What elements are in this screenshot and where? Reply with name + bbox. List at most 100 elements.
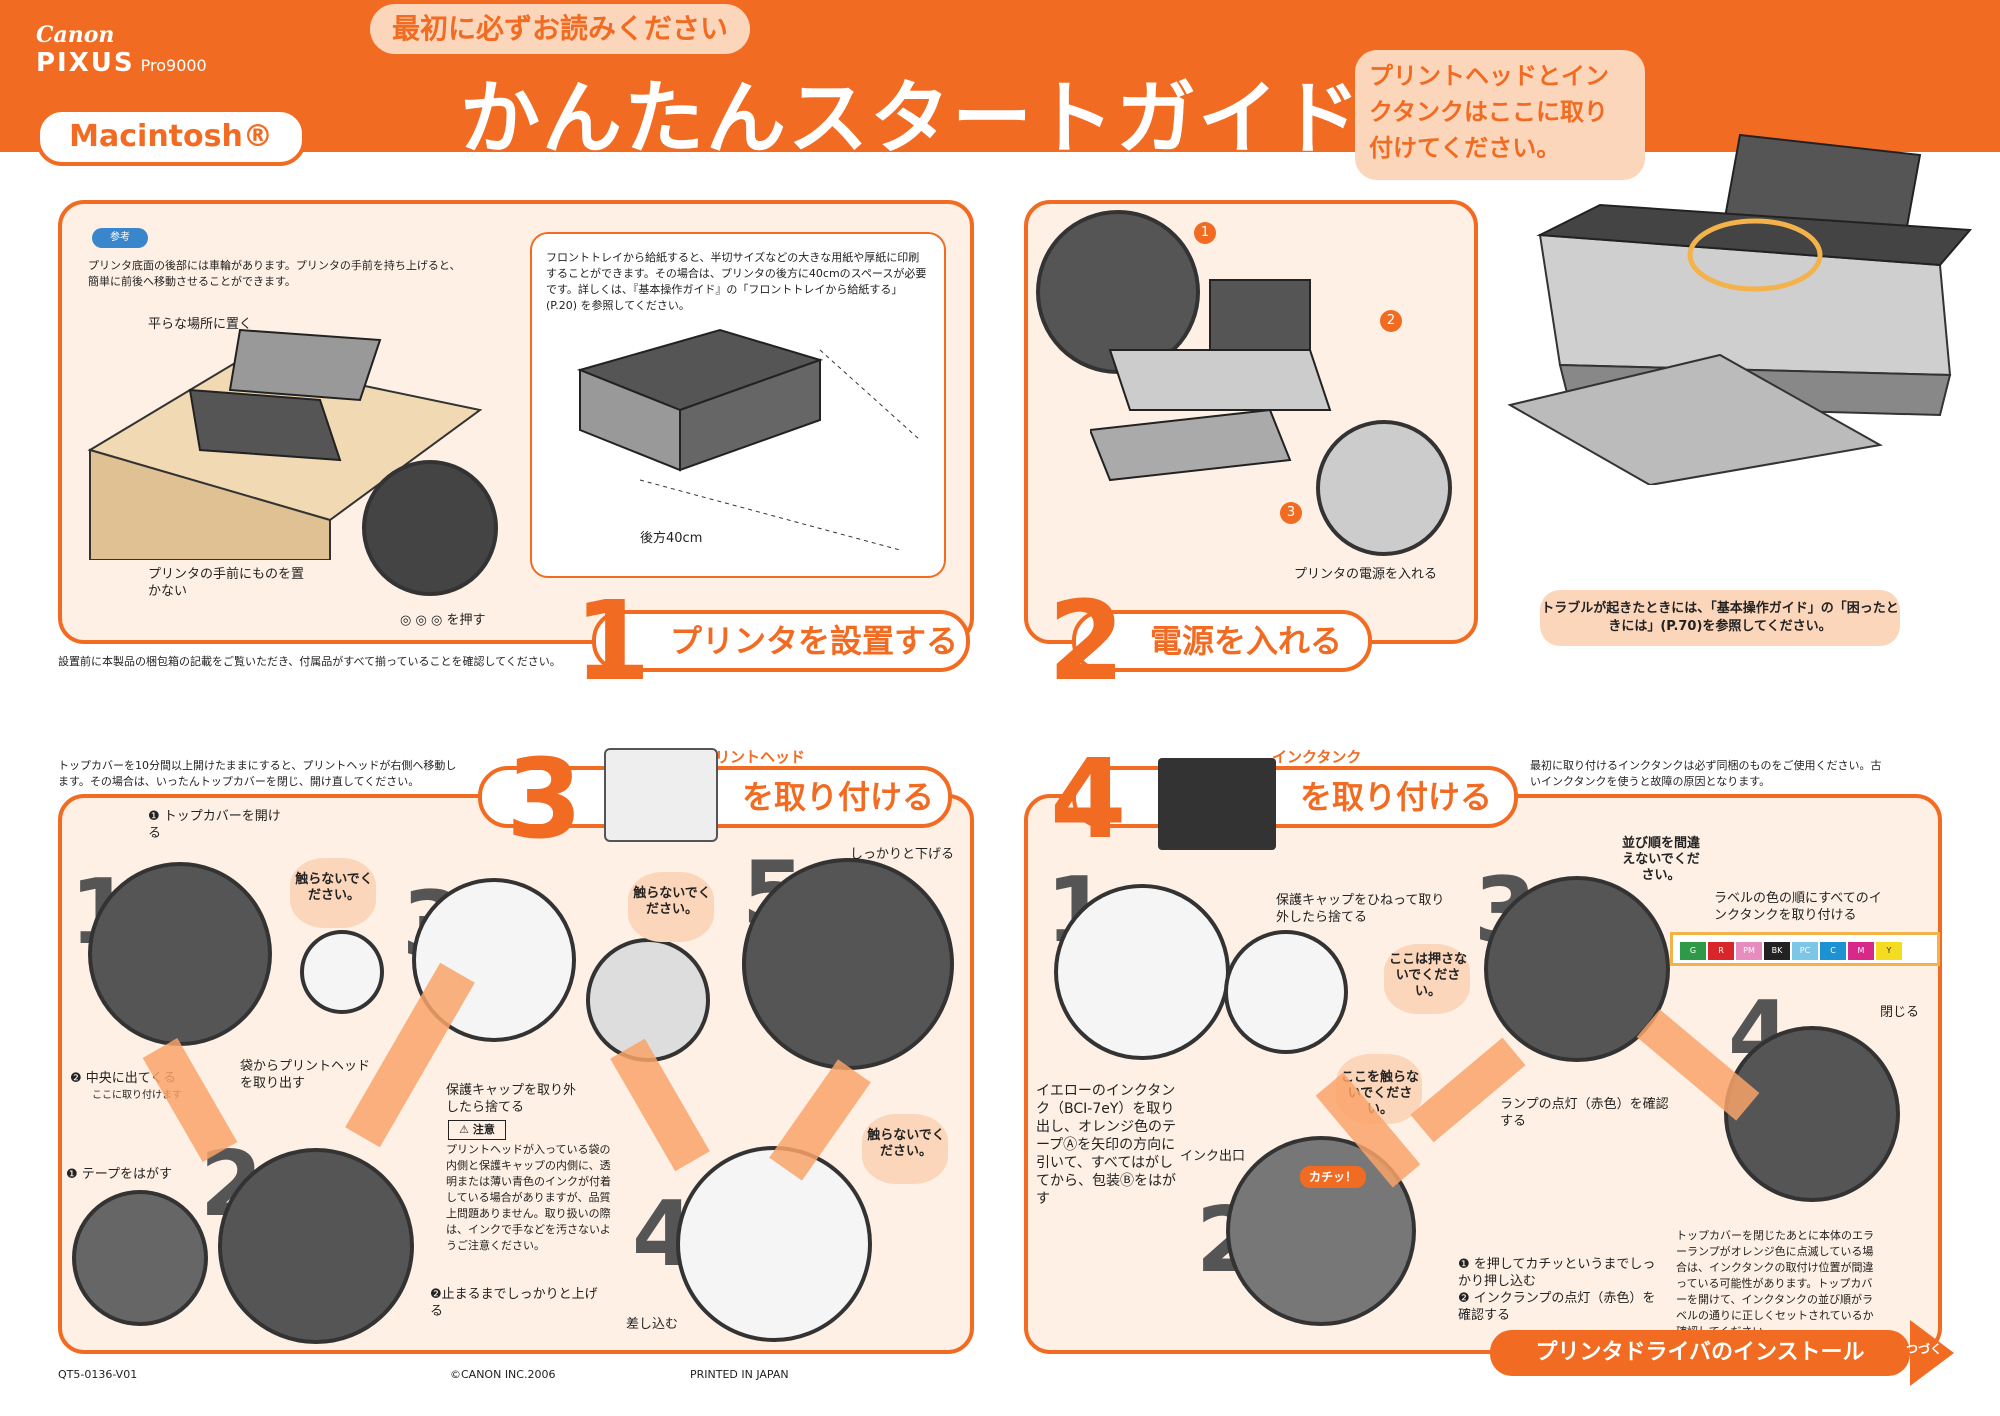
step1-label: プリンタを設置する <box>592 610 970 672</box>
part-name-text: プリントヘッド <box>700 748 806 766</box>
footer-printed: PRINTED IN JAPAN <box>690 1368 789 1381</box>
cap-twist-label: 保護キャップをひねって取り外したら捨てる <box>1276 893 1445 925</box>
continue-label: つづく <box>1906 1342 1943 1356</box>
step4-label: を取り付ける <box>1072 766 1518 828</box>
button-dot-icons: ◎ ◎ ◎ <box>400 613 447 628</box>
click-badge: カチッ！ <box>1300 1166 1366 1188</box>
lower-firmly-label: しっかりと下げる <box>850 847 955 862</box>
caution-title: ⚠ 注意 <box>448 1120 506 1140</box>
dont-touch-starburst-1 <box>290 858 376 928</box>
step4-part-name: インクタンク <box>1272 746 1361 767</box>
close-label: 閉じる <box>1880 1005 1920 1020</box>
printhead-icon <box>604 748 718 842</box>
color-chip-c: C <box>1819 941 1847 961</box>
color-chip-m: M <box>1847 941 1875 961</box>
page-title: かんたんスタートガイド <box>460 72 1362 165</box>
step2-bullet-2: 2 <box>1380 310 1402 332</box>
head-small-circle <box>300 930 384 1014</box>
attach-here-label: ここに取り付けます <box>92 1090 182 1101</box>
substep2-circle <box>218 1148 414 1344</box>
rear-space-label: 後方40cm <box>640 531 703 546</box>
next-arrow-icon <box>1910 1320 1954 1386</box>
next-step-bar: プリンタドライバのインストール <box>1490 1330 1910 1376</box>
error-note: トップカバーを閉じたあとに本体のエラーランプがオレンジ色に点滅している場合は、イ… <box>1676 1229 1874 1338</box>
callout-bubble: プリントヘッドとインクタンクはここに取り付けてください。 <box>1355 50 1645 180</box>
step3-intro: トップカバーを10分間以上開けたままにすると、プリントヘッドが右側へ移動します。… <box>58 759 457 788</box>
brand-block: Canon PIXUS Pro9000 <box>36 22 207 78</box>
dont-touch-2: 触らないでください。 <box>633 886 711 917</box>
printer-power-illustration <box>1090 279 1332 482</box>
order-warning: 並び順を間違えないでください。 <box>1621 836 1700 883</box>
model-name: Pro9000 <box>140 56 207 75</box>
lamp-red-label: ランプの点灯（赤色）を確認する <box>1500 1097 1669 1129</box>
push-click-label: ❶ を押してカチッというまでしっかり押し込む <box>1458 1257 1656 1289</box>
ink-outlet-label: インク出口 <box>1180 1149 1246 1164</box>
dont-touch-starburst-2 <box>628 872 714 942</box>
dont-touch-1: 触らないでください。 <box>295 872 373 903</box>
dont-press: ここは押さないでください。 <box>1388 952 1467 999</box>
ink-tanks-icon <box>1158 758 1276 850</box>
substep5-circle <box>742 858 954 1070</box>
ink-substep4-circle <box>1724 1026 1900 1202</box>
flat-place-label: 平らな場所に置く <box>148 317 253 332</box>
ink-cap-circle <box>1224 930 1348 1054</box>
remove-tape-label: ❶ テープをはがす <box>66 1167 173 1182</box>
label-order-text: ラベルの色の順にすべてのインクタンクを取り付ける <box>1714 891 1882 923</box>
dont-touch-starburst-3 <box>862 1114 948 1184</box>
step4-number: 4 <box>1050 735 1127 863</box>
color-chip-bk: BK <box>1763 941 1791 961</box>
caution-title-text: 注意 <box>472 1123 495 1136</box>
cap-remove-label: 保護キャップを取り外したら捨てる <box>446 1083 577 1115</box>
power-on-label: プリンタの電源を入れる <box>1294 567 1438 582</box>
notice-pill: 最初に必ずお読みください <box>370 4 750 54</box>
pixus-logo: PIXUS <box>36 48 135 78</box>
step2-bullet-3: 3 <box>1280 502 1302 524</box>
step1-number: 1 <box>574 577 651 705</box>
ink-substep3-circle <box>1484 876 1670 1062</box>
canon-logo: Canon <box>36 22 115 48</box>
memo-text: プリンタ底面の後部には車輪があります。プリンタの手前を持ち上げると、簡単に前後へ… <box>88 259 461 288</box>
step3-part-name: プリントヘッド <box>700 746 805 767</box>
color-chip-r: R <box>1707 941 1735 961</box>
center-label: ❷ 中央に出てくる <box>70 1071 177 1086</box>
step2-bullet-1: 1 <box>1194 222 1216 244</box>
yellow-tank-text: イエローのインクタンク（BCI-7eY）を取り出し、オレンジ色のテープⒶを矢印の… <box>1036 1083 1176 1207</box>
insert-label: 差し込む <box>626 1317 679 1332</box>
tape-zoom-circle <box>72 1190 208 1326</box>
trouble-note: トラブルが起きたときには、「基本操作ガイド」の「困ったときには」(P.70)を参… <box>1540 590 1900 646</box>
step2-number: 2 <box>1048 577 1125 705</box>
printer-illustration <box>1507 133 1973 485</box>
step2-label: 電源を入れる <box>1072 610 1372 672</box>
color-chip-pm: PM <box>1735 941 1763 961</box>
front-tray-illustration <box>576 328 921 551</box>
os-badge: Macintosh® <box>36 108 306 166</box>
power-zoom-circle <box>1316 420 1452 556</box>
caution-text: プリントヘッドが入っている袋の内側と保護キャップの内側に、透明または薄い青色のイ… <box>446 1143 611 1252</box>
dont-press-starburst <box>1384 944 1470 1014</box>
press-label: ◎ ◎ ◎ を押す <box>400 612 485 629</box>
step3-number: 3 <box>506 735 583 863</box>
color-chip-pc: PC <box>1791 941 1819 961</box>
substep1-circle <box>88 862 272 1046</box>
raise-label: ❷止まるまでしっかりと上げる <box>430 1287 598 1319</box>
ink-substep1-circle <box>1054 884 1230 1060</box>
take-out-label: 袋からプリントヘッドを取り出す <box>240 1059 371 1091</box>
button-zoom-circle <box>362 460 498 596</box>
footer-copyright: ©CANON INC.2006 <box>450 1368 556 1381</box>
substep4-circle <box>676 1146 872 1342</box>
color-chip-y: Y <box>1875 941 1903 961</box>
ink-part-name: インクタンク <box>1272 748 1362 766</box>
dont-touch-3: 触らないでください。 <box>867 1128 945 1159</box>
memo-badge: 参考 <box>92 228 148 248</box>
color-chip-g: G <box>1679 941 1707 961</box>
step4-intro: 最初に取り付けるインクタンクは必ず同梱のものをご使用ください。古いインクタンクを… <box>1530 759 1882 788</box>
warning-triangle-icon: ⚠ <box>459 1123 473 1136</box>
check-lamp-label: ❷ インクランプの点灯（赤色）を確認する <box>1458 1291 1656 1323</box>
header-band <box>0 0 2000 152</box>
no-items-label: プリンタの手前にものを置かない <box>148 567 305 599</box>
pre-note: 設置前に本製品の梱包箱の記載をご覧いただき、付属品がすべて揃っていることを確認し… <box>58 655 561 668</box>
footer-code: QT5-0136-V01 <box>58 1368 138 1381</box>
open-cover-label: ❶ トップカバーを開ける <box>148 809 281 841</box>
